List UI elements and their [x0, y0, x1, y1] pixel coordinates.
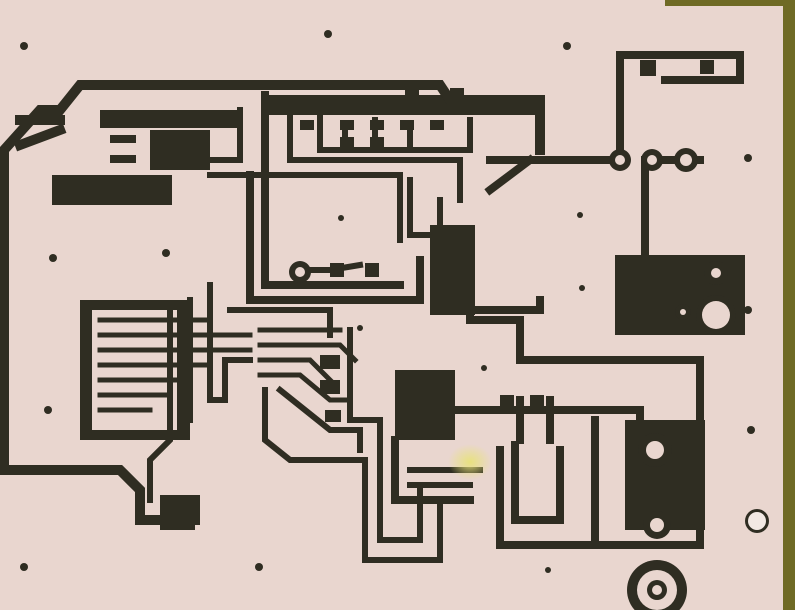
board-top-strip — [665, 0, 795, 6]
drill-hole-icon — [357, 325, 363, 331]
drill-hole-icon — [20, 563, 28, 571]
drill-hole-icon — [747, 426, 755, 434]
component-pads — [110, 60, 714, 530]
drill-hole-icon — [324, 30, 332, 38]
drill-hole-icon — [338, 215, 344, 221]
drill-hole-icon — [579, 285, 585, 291]
drill-hole-icon — [577, 212, 583, 218]
flash-highlight — [448, 444, 492, 480]
board-edge-strip — [783, 0, 795, 610]
drill-hole-icon — [20, 42, 28, 50]
drill-hole-icon — [162, 249, 170, 257]
drill-hole-icon — [255, 563, 263, 571]
drill-hole-icon — [744, 154, 752, 162]
drill-holes — [20, 30, 769, 573]
drill-hole-icon — [545, 567, 551, 573]
drill-hole-icon — [481, 365, 487, 371]
drill-hole-icon — [44, 406, 52, 414]
drill-hole-icon — [563, 42, 571, 50]
pad-rings — [289, 148, 736, 610]
drill-hole-icon — [744, 306, 752, 314]
drill-hole-icon — [49, 254, 57, 262]
